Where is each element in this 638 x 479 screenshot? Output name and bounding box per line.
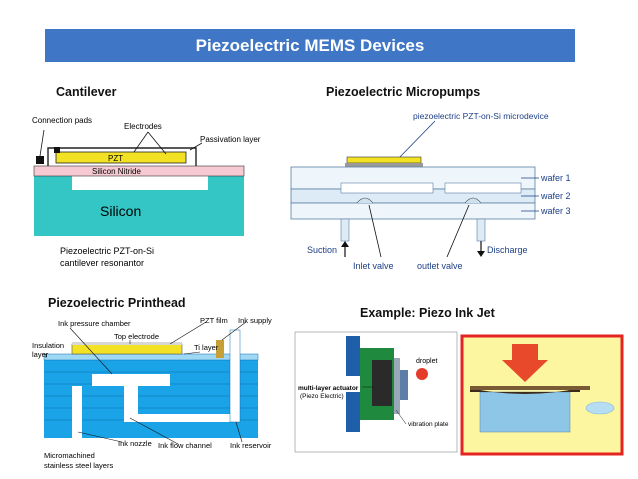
- ink-flow-path: [124, 414, 234, 422]
- insulation-label-2: layer: [32, 350, 49, 359]
- silicon-label: Silicon: [100, 203, 141, 219]
- ink-supply-label: Ink supply: [238, 316, 272, 325]
- pump-electrode: [345, 163, 423, 167]
- actuator-core: [372, 360, 392, 406]
- micropumps-diagram: piezoelectric PZT-on-Si microdevice wafe…: [285, 105, 615, 285]
- insulation-label-1: Insulation: [32, 341, 64, 350]
- micromachined-label-1: Micromachined: [44, 451, 95, 460]
- pump-chamber: [340, 182, 434, 194]
- outlet-valve-label: outlet valve: [417, 261, 463, 271]
- nitride-layer: [33, 165, 245, 177]
- ink-channel: [400, 370, 408, 400]
- droplet-icon: [416, 368, 428, 380]
- membrane: [470, 386, 590, 390]
- device-label: piezoelectric PZT-on-Si microdevice: [413, 111, 549, 121]
- press-arrow-icon: [502, 344, 548, 382]
- ink-pressure-chamber-label: Ink pressure chamber: [58, 319, 131, 328]
- connection-pad: [54, 147, 60, 153]
- outlet-valve-shape: [464, 197, 482, 204]
- ink-supply-tube: [216, 340, 224, 358]
- printhead-pzt: [71, 343, 183, 355]
- ejected-droplet-icon: [585, 401, 615, 415]
- ink-nozzle-label: Ink nozzle: [118, 439, 152, 448]
- slide-title: Piezoelectric MEMS Devices: [45, 29, 575, 62]
- inlet-valve-shape: [356, 197, 374, 204]
- pump-pzt: [346, 156, 422, 164]
- printhead-diagram: Ink pressure chamber PZT film Ink supply…: [30, 314, 285, 474]
- suction-port: [340, 218, 350, 242]
- inkjet-diagram: droplet multi-layer actuator (Piezo Elec…: [290, 330, 630, 460]
- pzt-label: PZT: [108, 154, 123, 163]
- cantilever-cavity: [72, 176, 208, 190]
- outlet-chamber: [444, 182, 522, 194]
- ink-flow-channel: [124, 386, 138, 420]
- ink-flow-channel-label: Ink flow channel: [158, 441, 212, 450]
- deflected-membrane: [470, 388, 580, 394]
- wafer-1-label: wafer 1: [540, 173, 571, 183]
- passivation-label: Passivation layer: [200, 135, 261, 144]
- micromachined-label-2: stainless steel layers: [44, 461, 113, 470]
- vibration-plate-label: vibration plate: [408, 421, 449, 428]
- ink-reservoir-label: Ink reservoir: [230, 441, 272, 450]
- top-electrode-label: Top electrode: [114, 332, 159, 341]
- wafer-3: [290, 202, 536, 220]
- cantilever-caption-1: Piezoelectric PZT-on-Si: [60, 246, 154, 256]
- actuator-label-2: (Piezo Electric): [300, 393, 344, 400]
- insulation-strip: [43, 353, 259, 361]
- pzt-film-label: PZT film: [200, 316, 228, 325]
- micropumps-heading: Piezoelectric Micropumps: [326, 85, 481, 99]
- discharge-port: [476, 218, 486, 242]
- nitride-label: Silicon Nitride: [92, 167, 141, 176]
- cantilever-diagram: Connection pads Electrodes Passivation l…: [30, 112, 280, 287]
- actuator-label-1: multi-layer actuator: [298, 385, 359, 392]
- cantilever-heading: Cantilever: [56, 85, 117, 99]
- wafer-2-label: wafer 2: [540, 191, 571, 201]
- wafer-3-label: wafer 3: [540, 206, 571, 216]
- printhead-heading: Piezoelectric Printhead: [48, 296, 186, 310]
- ink-pool: [479, 391, 571, 433]
- top-electrode: [72, 342, 182, 345]
- connection-pads-label: Connection pads: [32, 116, 92, 125]
- discharge-label: Discharge: [487, 245, 528, 255]
- ink-chamber: [92, 374, 170, 386]
- nozzle-plate-top: [346, 336, 360, 376]
- passivation-layer: [47, 147, 197, 166]
- connection-pad: [36, 156, 44, 164]
- inkjet-heading: Example: Piezo Ink Jet: [360, 306, 495, 320]
- electrodes-label: Electrodes: [124, 122, 162, 131]
- ti-layer-label: Ti layer: [194, 343, 219, 352]
- suction-label: Suction: [307, 245, 337, 255]
- ink-reservoir: [229, 329, 241, 423]
- pzt-layer: [55, 151, 187, 164]
- vibration-plate: [394, 358, 400, 414]
- ink-nozzle-channel: [72, 386, 82, 438]
- inlet-valve-label: Inlet valve: [353, 261, 394, 271]
- nozzle-plate-bottom: [346, 392, 360, 432]
- cantilever-caption-2: cantilever resonantor: [60, 258, 144, 268]
- droplet-label: droplet: [416, 358, 437, 365]
